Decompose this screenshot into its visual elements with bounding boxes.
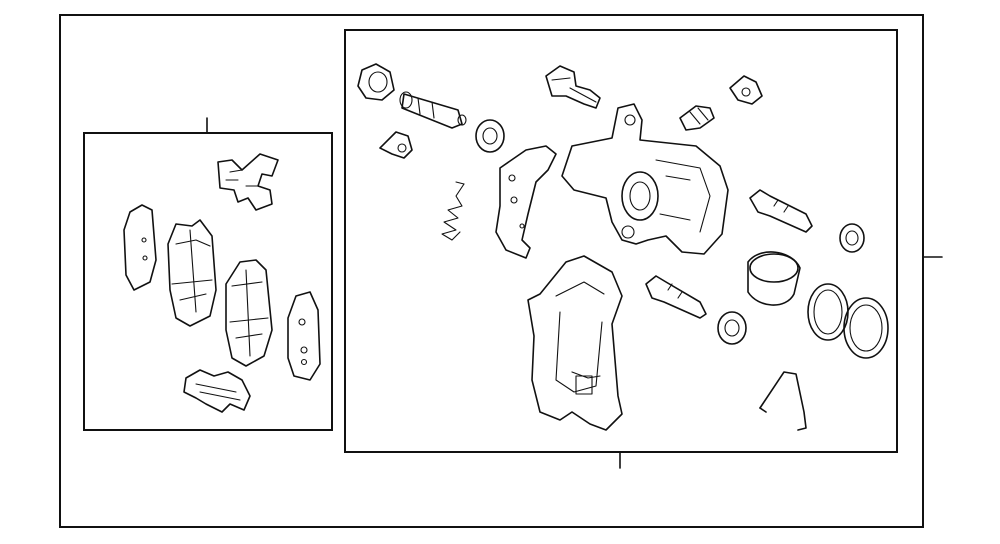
banjo-bolt	[545, 65, 601, 109]
piston-dust-boot	[843, 297, 889, 359]
bleeder-cap	[357, 63, 395, 101]
mounting-plate	[495, 145, 557, 259]
bleeder-screw	[679, 105, 715, 131]
pad-kit-box	[83, 132, 333, 431]
pad-clip-upper	[217, 153, 279, 211]
rubber-boot-small	[475, 119, 505, 153]
pad-shim-right	[287, 291, 321, 381]
brake-pad-inner	[167, 219, 217, 327]
dust-cap-clip	[379, 131, 413, 159]
bleeder-clip	[729, 75, 763, 105]
pad-shim-left	[123, 204, 157, 291]
caliper-piston	[747, 251, 801, 306]
guide-bolt-lower	[645, 275, 707, 319]
anti-rattle-spring	[759, 371, 807, 431]
guide-boot-lower	[717, 311, 747, 345]
return-spring	[441, 181, 465, 241]
caliper-bracket	[527, 255, 623, 431]
caliper-assembly-box	[344, 29, 898, 453]
outer-frame	[59, 14, 924, 528]
guide-pin-sleeve	[399, 91, 467, 129]
piston-seal	[807, 283, 849, 341]
caliper-body	[561, 103, 729, 255]
guide-bolt-upper	[749, 189, 813, 233]
pad-clip-lower	[183, 369, 251, 413]
brake-pad-outer	[225, 259, 273, 367]
guide-boot-upper	[839, 223, 865, 253]
